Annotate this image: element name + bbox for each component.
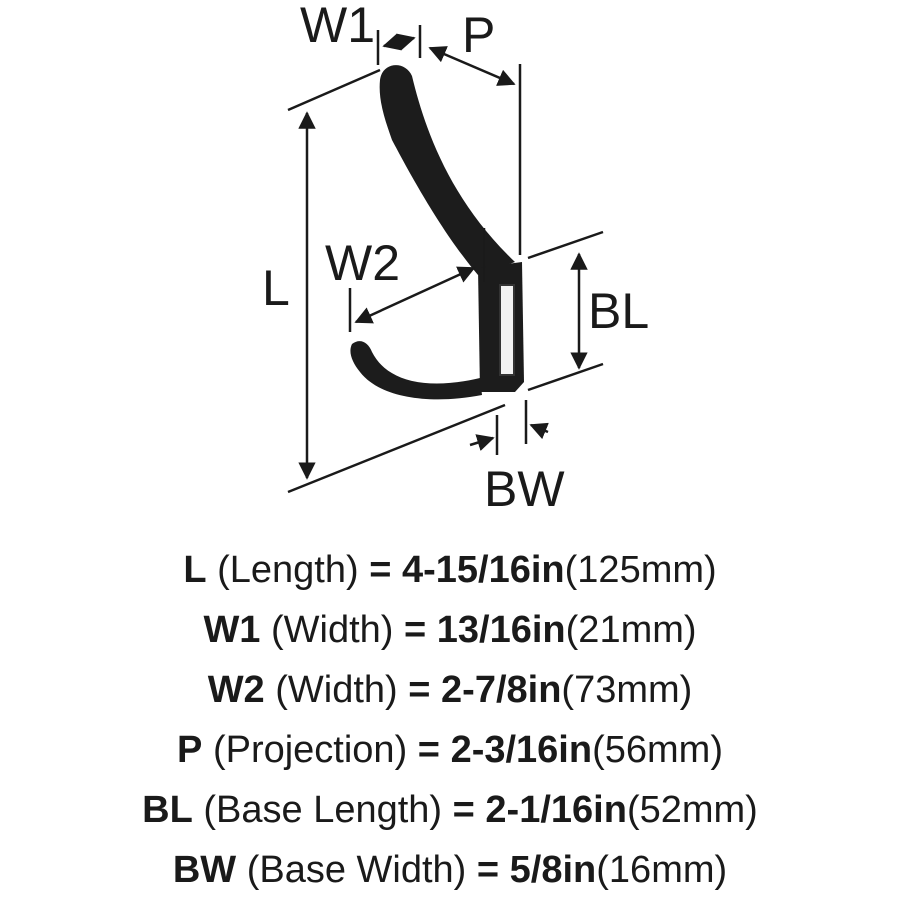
- spec-row-width-1: W1 (Width) = 13/16in(21mm): [203, 600, 696, 660]
- dimension-w2: [348, 228, 486, 332]
- dimension-projection: [428, 46, 522, 255]
- hook-dimension-diagram: W1 P L W2 BL BW: [262, 0, 649, 517]
- spec-description: (Width): [275, 669, 398, 711]
- spec-code: BW: [172, 849, 237, 891]
- spec-imperial: 2-1/16in: [485, 789, 627, 831]
- spec-imperial: 4-15/16in: [401, 549, 565, 591]
- label-w1: W1: [300, 0, 375, 53]
- spec-description: (Projection): [212, 729, 408, 771]
- spec-row-base-length: BL (Base Length) = 2-1/16in(52mm): [142, 780, 758, 840]
- dimension-length: [287, 68, 506, 494]
- label-bl: BL: [588, 283, 649, 339]
- spec-row-base-width: BW (Base Width) = 5/8in(16mm): [173, 840, 727, 900]
- spec-row-projection: P (Projection) = 2-3/16in(56mm): [177, 720, 723, 780]
- spec-description: (Width): [271, 609, 394, 651]
- spec-imperial: 2-7/8in: [441, 669, 562, 711]
- spec-equals: =: [408, 669, 431, 711]
- coat-hook-illustration: [350, 65, 524, 400]
- spec-metric: (21mm): [565, 609, 697, 651]
- spec-equals: =: [369, 549, 392, 591]
- spec-code: P: [177, 729, 203, 771]
- spec-equals: =: [476, 849, 500, 891]
- dimension-base-width: [469, 400, 549, 455]
- spec-code: W1: [203, 609, 261, 651]
- spec-metric: (125mm): [564, 549, 717, 591]
- spec-metric: (52mm): [626, 789, 758, 831]
- spec-code: W2: [207, 669, 265, 711]
- label-l: L: [262, 260, 290, 316]
- spec-code: L: [183, 549, 207, 591]
- spec-metric: (16mm): [596, 849, 728, 891]
- spec-description: (Base Width): [246, 849, 467, 891]
- spec-code: BL: [142, 789, 193, 831]
- spec-metric: (73mm): [561, 669, 693, 711]
- spec-equals: =: [417, 729, 440, 771]
- hook-upper-arm: [379, 65, 515, 275]
- label-bw: BW: [484, 461, 565, 517]
- spec-row-width-2: W2 (Width) = 2-7/8in(73mm): [208, 660, 693, 720]
- spec-equals: =: [452, 789, 475, 831]
- spec-row-length: L (Length) = 4-15/16in(125mm): [183, 540, 716, 600]
- spec-imperial: 13/16in: [436, 609, 566, 651]
- hook-lower-arm: [350, 341, 482, 400]
- spec-description: (Base Length): [203, 789, 443, 831]
- spec-metric: (56mm): [592, 729, 723, 771]
- label-p: P: [462, 7, 495, 63]
- spec-equals: =: [404, 609, 427, 651]
- hook-base-slot: [499, 284, 515, 376]
- spec-description: (Length): [217, 549, 359, 591]
- spec-imperial: 5/8in: [509, 849, 597, 891]
- dimension-spec-list: L (Length) = 4-15/16in(125mm) W1 (Width)…: [0, 540, 900, 900]
- label-w2: W2: [325, 235, 400, 291]
- dimension-base-length: [527, 230, 604, 392]
- spec-imperial: 2-3/16in: [450, 729, 593, 771]
- dimension-w1: [376, 25, 422, 65]
